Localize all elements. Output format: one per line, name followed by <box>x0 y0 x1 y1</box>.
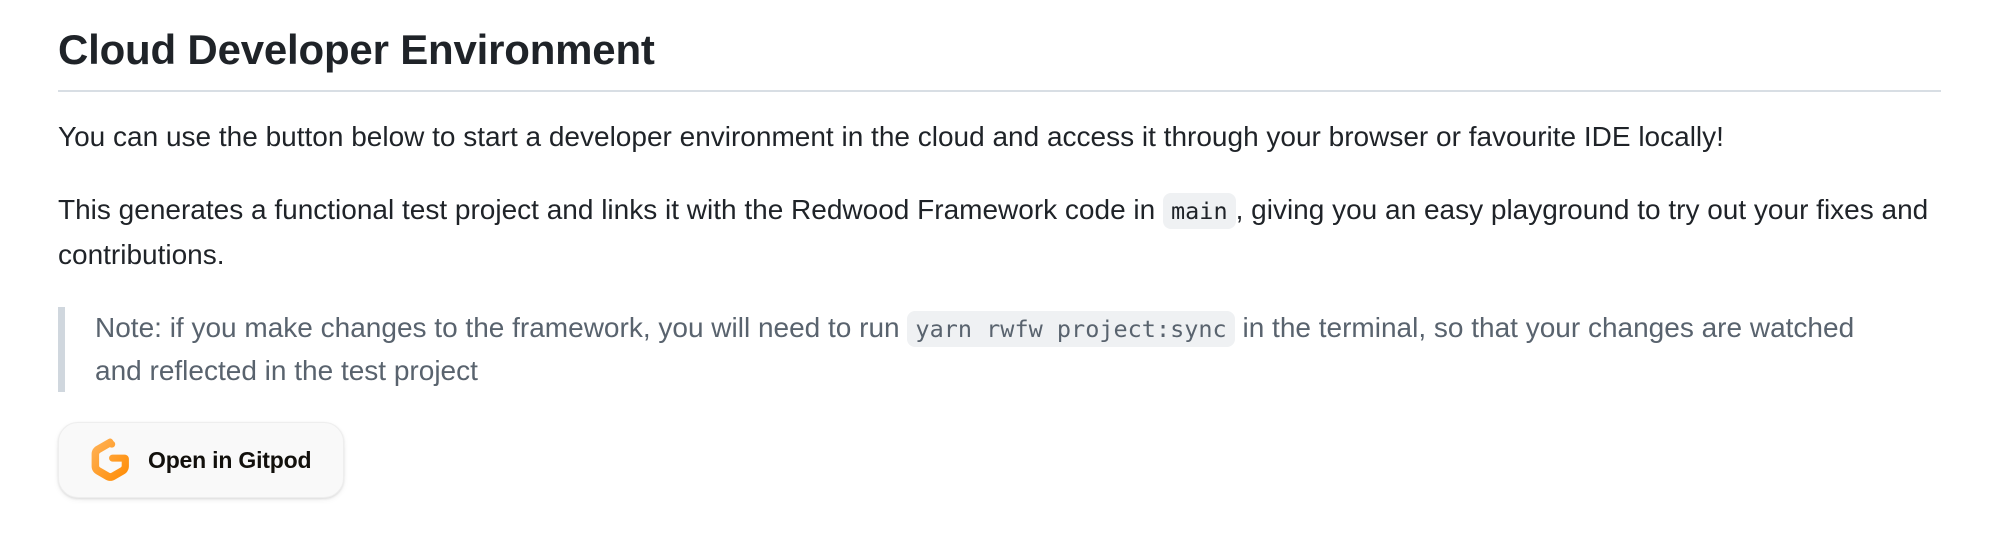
note-text-end: in the terminal, so that your changes ar… <box>95 312 1855 386</box>
inline-code-sync-command: yarn rwfw project:sync <box>907 311 1235 347</box>
open-in-gitpod-label: Open in Gitpod <box>148 446 312 473</box>
gitpod-logo-icon <box>89 437 131 483</box>
heading-divider <box>58 90 1941 92</box>
description-text-start: This generates a functional test project… <box>58 194 1164 225</box>
section-heading: Cloud Developer Environment <box>58 26 655 73</box>
inline-code-main: main <box>1163 193 1236 229</box>
description-paragraph: This generates a functional test project… <box>58 188 1941 277</box>
note-blockquote: Note: if you make changes to the framewo… <box>58 307 1878 392</box>
open-in-gitpod-button[interactable]: Open in Gitpod <box>58 422 345 498</box>
note-text-start: Note: if you make changes to the framewo… <box>95 312 908 343</box>
description-text-end: , giving you an easy playground to try o… <box>58 194 1929 270</box>
intro-paragraph: You can use the button below to start a … <box>58 121 1724 152</box>
